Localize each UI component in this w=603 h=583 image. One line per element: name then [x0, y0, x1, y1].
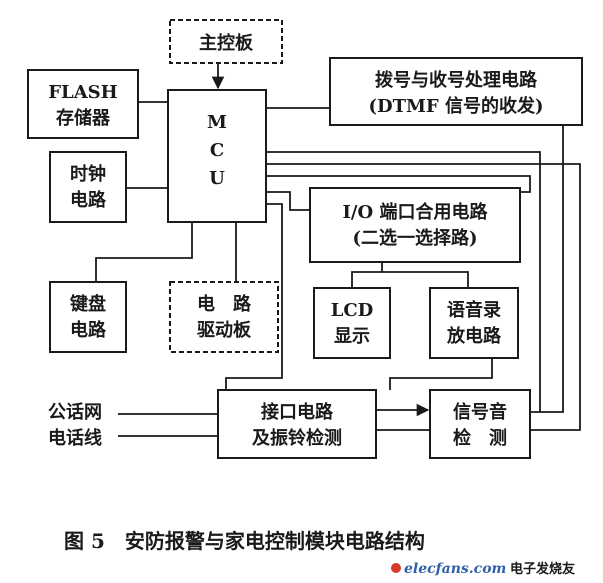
clock-label-1: 时钟 — [70, 163, 106, 185]
watermark-site: elecfans.com — [404, 561, 506, 577]
main-board-label: 主控板 — [199, 32, 254, 54]
watermark: elecfans.com 电子发烧友 — [391, 561, 575, 577]
flash-label-1: FLASH — [48, 82, 117, 103]
flash-block: FLASH 存储器 — [27, 69, 139, 139]
mcu-label-c: C — [210, 140, 224, 161]
interface-label-1: 接口电路 — [261, 401, 334, 423]
clock-block: 时钟 电路 — [49, 151, 127, 223]
keyboard-label-2: 电路 — [70, 319, 107, 341]
drive-board-block: 电 路 驱动板 — [169, 281, 279, 353]
tone-detect-block: 信号音 检 测 — [429, 389, 531, 459]
lcd-label-1: LCD — [331, 300, 374, 321]
drive-label-1: 电 路 — [197, 293, 252, 315]
wire-voice-interface — [389, 358, 493, 390]
wire-mcu-interface — [225, 203, 283, 390]
io-port-block: I/O 端口合用电路 (二选一选择路) — [309, 187, 521, 263]
wire-mcu-io — [266, 191, 310, 211]
voice-label-1: 语音录 — [447, 299, 501, 321]
flash-label-2: 存储器 — [56, 107, 111, 129]
wire-mcu-tone — [266, 151, 541, 413]
interface-block: 接口电路 及振铃检测 — [217, 389, 377, 459]
mcu-block: M C U — [167, 89, 267, 223]
keyboard-block: 键盘 电路 — [49, 281, 127, 353]
voice-block: 语音录 放电路 — [429, 287, 519, 359]
clock-label-2: 电路 — [70, 189, 107, 211]
lcd-label-2: 显示 — [334, 326, 370, 347]
voice-label-2: 放电路 — [446, 325, 502, 347]
dial-block: 拨号与收号处理电路 (DTMF 信号的收发) — [329, 57, 583, 126]
wire-io-voice — [382, 271, 469, 288]
io-label-1: I/O 端口合用电路 — [343, 201, 489, 223]
wire-mcu-keyboard — [95, 222, 193, 282]
main-board-block: 主控板 — [169, 19, 283, 64]
tone-label-1: 信号音 — [453, 401, 507, 423]
mcu-label-u: U — [209, 168, 225, 189]
phone-label-1: 公话网 — [48, 401, 102, 423]
watermark-logo-icon — [391, 563, 401, 573]
phone-line-labels: 公话网 电话线 — [48, 401, 102, 449]
wire-io-lcd — [351, 262, 383, 288]
drive-label-2: 驱动板 — [197, 319, 252, 341]
lcd-block: LCD 显示 — [313, 287, 391, 359]
io-label-2: (二选一选择路) — [352, 227, 477, 249]
keyboard-label-1: 键盘 — [69, 293, 106, 315]
dial-label-1: 拨号与收号处理电路 — [375, 69, 538, 91]
figure-caption: 图 5 安防报警与家电控制模块电路结构 — [64, 529, 425, 553]
tone-label-2: 检 测 — [453, 427, 507, 449]
mcu-label-m: M — [207, 112, 227, 133]
watermark-brand: 电子发烧友 — [510, 561, 575, 577]
interface-label-2: 及振铃检测 — [252, 427, 342, 449]
phone-label-2: 电话线 — [48, 427, 102, 449]
wire-dial-down — [540, 125, 564, 413]
wire-mcu-right-c — [266, 175, 531, 193]
dial-label-2: (DTMF 信号的收发) — [368, 95, 543, 117]
